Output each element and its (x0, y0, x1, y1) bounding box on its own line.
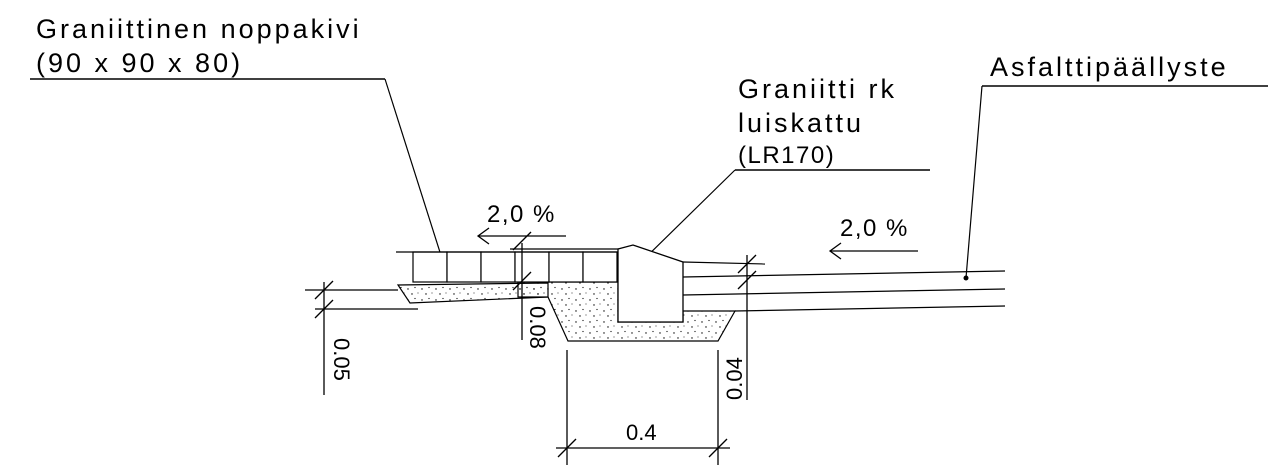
asphalt-layer-2 (682, 288, 1006, 296)
dim-04 (556, 350, 730, 465)
asphalt-leader-line (965, 85, 983, 279)
asphalt-leader-dot (963, 275, 969, 281)
granite-curb (617, 244, 684, 323)
paver-name-label: Graniittinen noppakivi (36, 14, 362, 44)
asphalt-layer-3 (734, 305, 1006, 312)
curb-label-line1: Graniitti rk (738, 74, 897, 104)
asphalt-label: Asfalttipäällyste (990, 52, 1229, 82)
dim-005 (314, 280, 334, 395)
dim-004 (737, 254, 757, 400)
slope-left-arrowhead (476, 227, 490, 245)
paver-leader-line (384, 78, 446, 269)
dim-008-label: 0.08 (525, 306, 550, 349)
asphalt-surface (682, 261, 766, 265)
dim-008 (512, 231, 532, 340)
slope-left-label: 2,0 % (487, 201, 556, 228)
curb-leader-line (636, 169, 736, 267)
dim-005-label: 0.05 (329, 338, 354, 381)
curb-label-line2: luiskattu (738, 108, 864, 138)
dim-004-label: 0.04 (722, 357, 747, 400)
slope-right-label: 2,0 % (840, 215, 909, 242)
paver-blocks (412, 251, 618, 283)
slope-right-arrowhead (828, 242, 842, 260)
curb-code-label: (LR170) (738, 142, 835, 169)
asphalt-layer-1 (682, 270, 1006, 278)
paver-size-label: (90 x 90 x 80) (36, 48, 243, 78)
dim-04-label: 0.4 (626, 420, 657, 445)
